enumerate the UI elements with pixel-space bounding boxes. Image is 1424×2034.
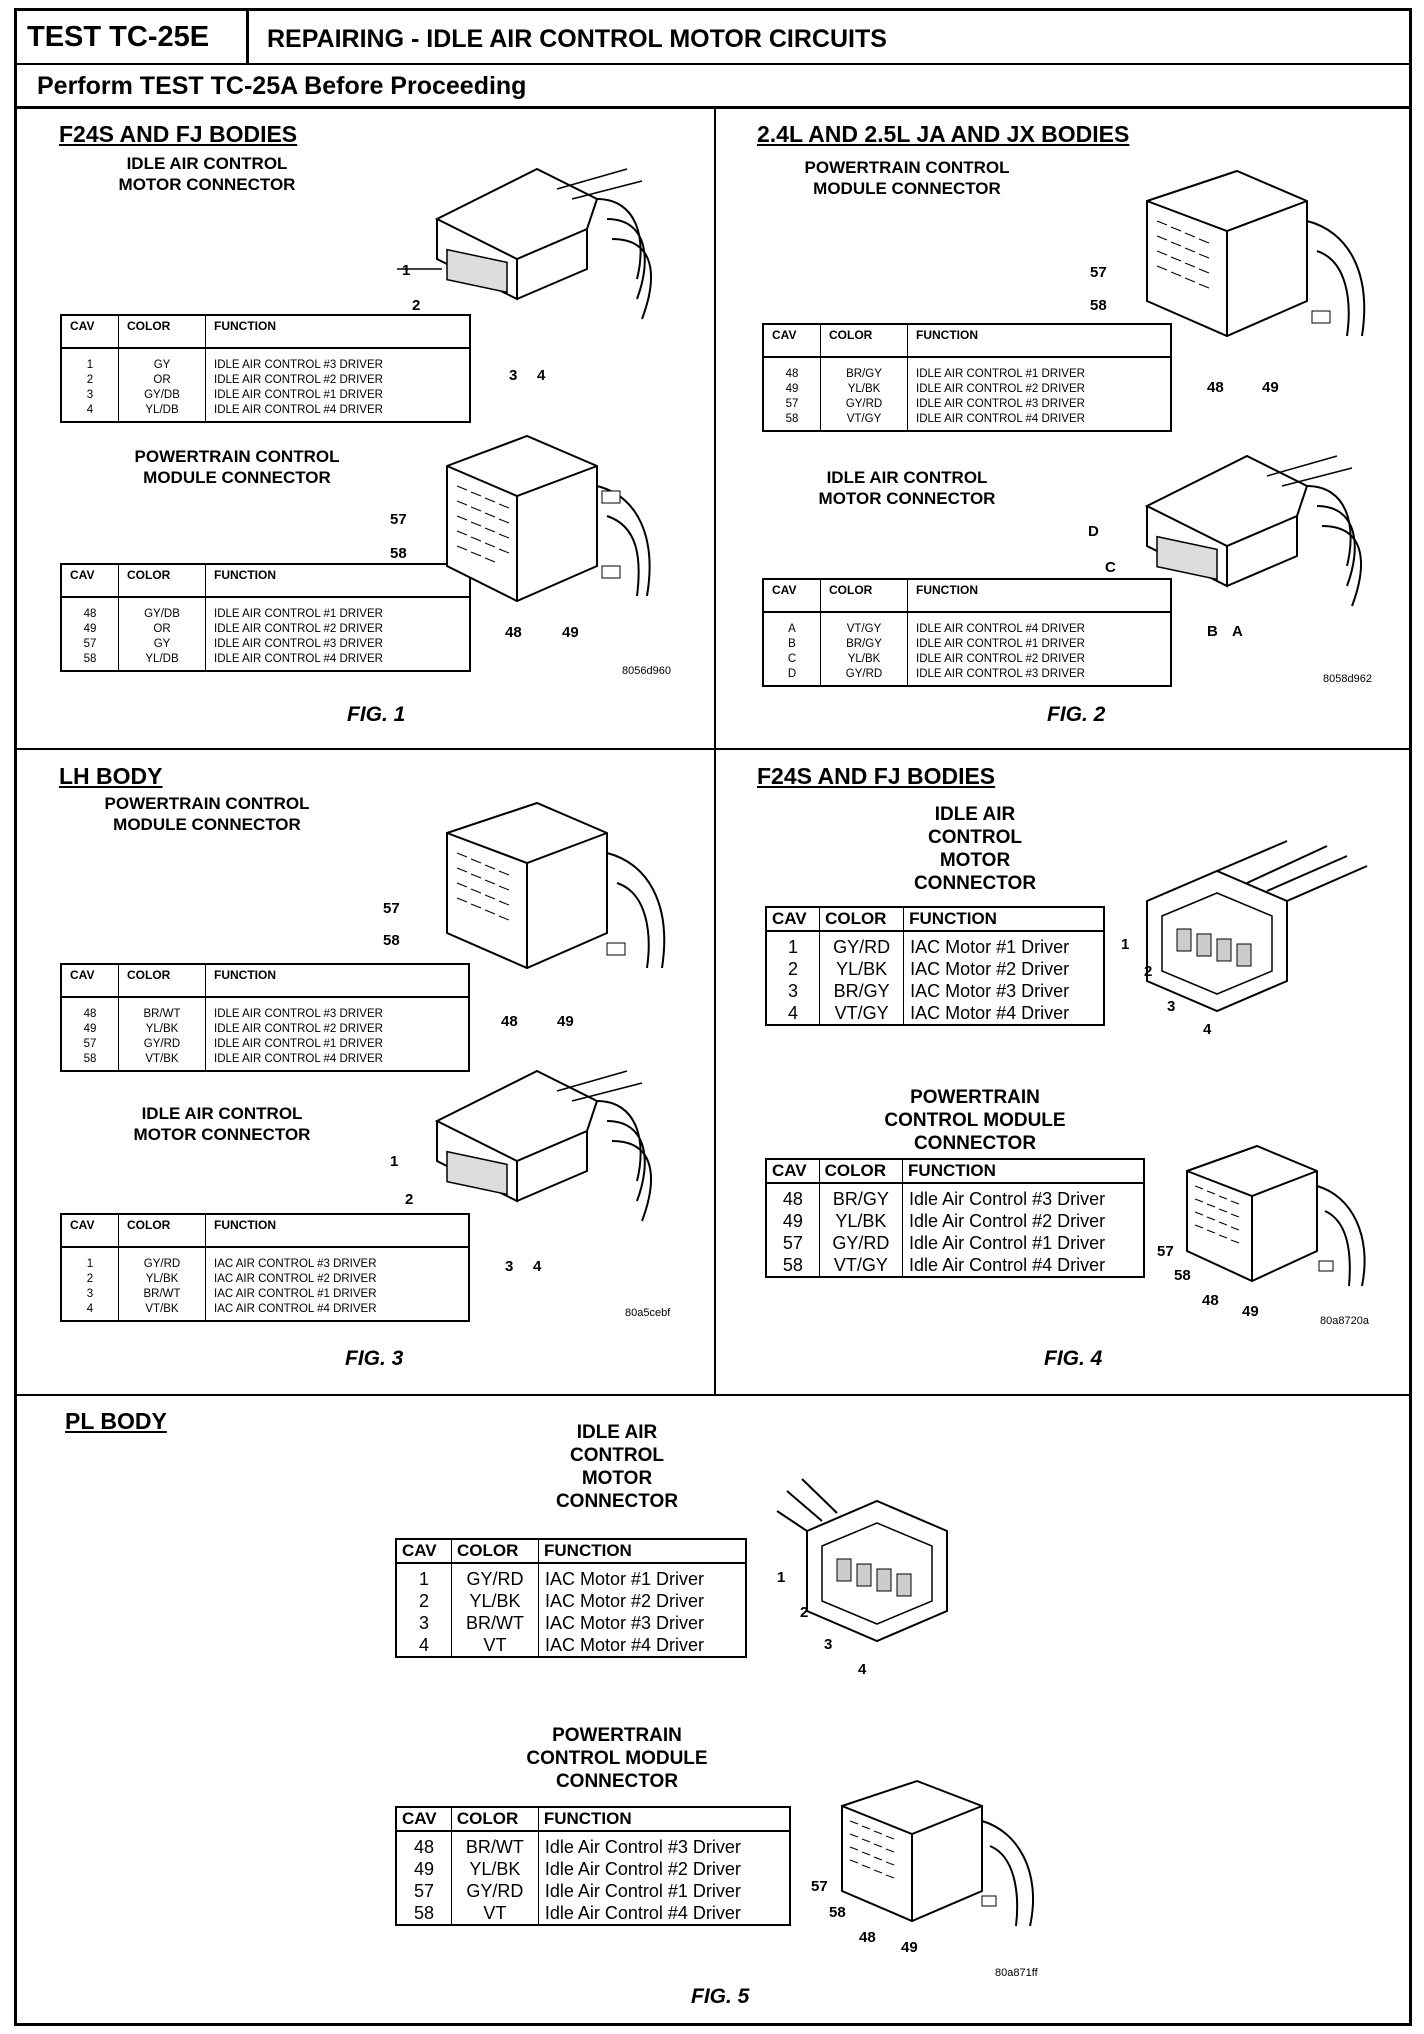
pin-label: 4: [537, 367, 546, 384]
figure-code: 80a5cebf: [625, 1307, 671, 1319]
figure-caption: FIG. 1: [347, 703, 406, 726]
pin-label: 4: [1203, 1021, 1212, 1038]
iac-connector-illustration: [397, 1061, 697, 1241]
document-page: TEST TC-25E REPAIRING - IDLE AIR CONTROL…: [14, 8, 1412, 2026]
pin-label: 1: [777, 1569, 786, 1586]
pin-label: D: [1088, 523, 1099, 540]
section-title: F24S AND FJ BODIES: [59, 121, 298, 147]
pin-label: 48: [1207, 379, 1224, 396]
pin-label: 58: [383, 932, 400, 949]
test-id: TEST TC-25E: [17, 11, 249, 63]
pin-label: 2: [1144, 963, 1153, 980]
pin-label: 3: [824, 1636, 833, 1653]
pin-label: 1: [390, 1153, 399, 1170]
header-row: TEST TC-25E REPAIRING - IDLE AIR CONTROL…: [17, 11, 1409, 65]
pin-label: 58: [1174, 1267, 1191, 1284]
pin-label: 1: [1121, 936, 1130, 953]
pin-label: 49: [1262, 379, 1279, 396]
grid-divider-vertical: [714, 109, 716, 1394]
section-title: 2.4L AND 2.5L JA AND JX BODIES: [757, 121, 1130, 147]
section-title: LH BODY: [59, 763, 163, 789]
pin-label: 48: [501, 1013, 518, 1030]
pin-label: 58: [829, 1904, 846, 1921]
iac-connector-illustration: [1117, 841, 1377, 1031]
figure-caption: FIG. 3: [345, 1347, 404, 1370]
figure-code: 8056d960: [622, 665, 671, 677]
pin-label: B: [1207, 623, 1218, 640]
pin-label: 4: [858, 1661, 867, 1678]
pin-label: 3: [509, 367, 518, 384]
pin-label: A: [1232, 623, 1243, 640]
iac-connector-illustration: [1107, 446, 1407, 626]
pin-label: 48: [1202, 1292, 1219, 1309]
pin-label: 49: [901, 1939, 918, 1956]
pin-label: 4: [533, 1258, 542, 1275]
figure-caption: FIG. 5: [691, 1985, 750, 2008]
section-title: PL BODY: [65, 1408, 167, 1434]
pin-label: 2: [800, 1604, 809, 1621]
iac-connector-illustration: [397, 159, 697, 339]
pin-label: 57: [390, 511, 407, 528]
figure-code: 80a8720a: [1320, 1315, 1369, 1327]
pcm-connector-illustration: [437, 793, 697, 993]
pin-label: C: [1105, 559, 1116, 576]
figure-code: 80a871ff: [995, 1967, 1038, 1979]
pin-label: 57: [811, 1878, 828, 1895]
subtitle: Perform TEST TC-25A Before Proceeding: [17, 63, 1409, 109]
pin-label: 57: [383, 900, 400, 917]
figure-caption: FIG. 4: [1044, 1347, 1103, 1370]
figure-caption: FIG. 2: [1047, 703, 1106, 726]
pin-label: 49: [1242, 1303, 1259, 1320]
pin-label: 3: [1167, 998, 1176, 1015]
pcm-connector-illustration: [832, 1776, 1062, 1946]
pcm-connector-illustration: [1177, 1141, 1397, 1301]
pin-label: 49: [562, 624, 579, 641]
section-title: F24S AND FJ BODIES: [757, 763, 996, 789]
pin-label: 2: [412, 297, 421, 314]
figure-code: 8058d962: [1323, 673, 1372, 685]
pin-label: 3: [505, 1258, 514, 1275]
grid-divider-row1: [17, 748, 1409, 750]
pcm-connector-illustration: [437, 426, 687, 616]
pin-label: 57: [1090, 264, 1107, 281]
pcm-connector-illustration: [1127, 161, 1397, 361]
pin-label: 48: [859, 1929, 876, 1946]
iac-connector-illustration: [777, 1471, 1037, 1661]
pin-label: 49: [557, 1013, 574, 1030]
page-title: REPAIRING - IDLE AIR CONTROL MOTOR CIRCU…: [267, 25, 887, 53]
pin-label: 58: [390, 545, 407, 562]
pin-label: 57: [1157, 1243, 1174, 1260]
pin-label: 58: [1090, 297, 1107, 314]
pin-label: 2: [405, 1191, 414, 1208]
grid-divider-row2: [17, 1394, 1409, 1396]
pin-label: 48: [505, 624, 522, 641]
pin-label: 1: [402, 262, 411, 279]
